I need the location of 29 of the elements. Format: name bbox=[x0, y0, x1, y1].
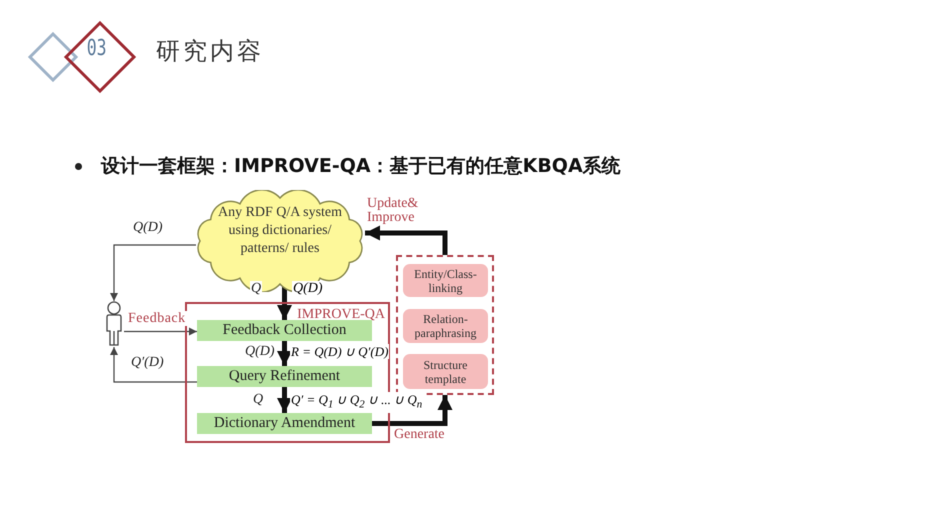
arrow bbox=[365, 226, 448, 255]
formula-label: Q(D) bbox=[292, 281, 324, 296]
process-box: Entity/Class-linking bbox=[403, 264, 488, 297]
process-box: Relation-paraphrasing bbox=[403, 309, 488, 343]
arrow bbox=[277, 341, 292, 366]
person-icon bbox=[104, 301, 124, 347]
edge-label: Q(D) bbox=[244, 344, 276, 359]
dashed-box bbox=[396, 255, 494, 395]
edge-label: Q bbox=[250, 281, 262, 296]
process-box: Feedback Collection bbox=[197, 320, 372, 341]
section-number: 03 bbox=[86, 41, 108, 56]
frame-title: IMPROVE-QA bbox=[297, 307, 385, 323]
bullet-text: 设计一套框架：IMPROVE-QA：基于已有的任意KBQA系统 bbox=[100, 154, 622, 179]
process-box: Structure template bbox=[403, 354, 488, 389]
edge-label: Q(D) bbox=[132, 220, 164, 235]
formula-label: R = Q(D) ∪ Q′(D) bbox=[290, 344, 390, 359]
process-box: Dictionary Amendment bbox=[197, 413, 372, 434]
arrow bbox=[372, 395, 452, 426]
edge-label: Q bbox=[252, 392, 264, 407]
arrow bbox=[277, 286, 292, 320]
edge-label: Q′(D) bbox=[130, 355, 165, 370]
arrow bbox=[124, 328, 197, 336]
arrow bbox=[110, 347, 197, 383]
edge-label: Feedback bbox=[127, 311, 187, 326]
formula-label: Q′ = Q$_{1}$ ∪ Q$_{2}$ ∪ ... ∪ Q$_{n}$ bbox=[290, 392, 424, 413]
arrow bbox=[110, 244, 196, 301]
process-box: Query Refinement bbox=[197, 366, 372, 387]
arrow bbox=[277, 387, 292, 413]
slide-title: 研究内容 bbox=[155, 36, 265, 66]
